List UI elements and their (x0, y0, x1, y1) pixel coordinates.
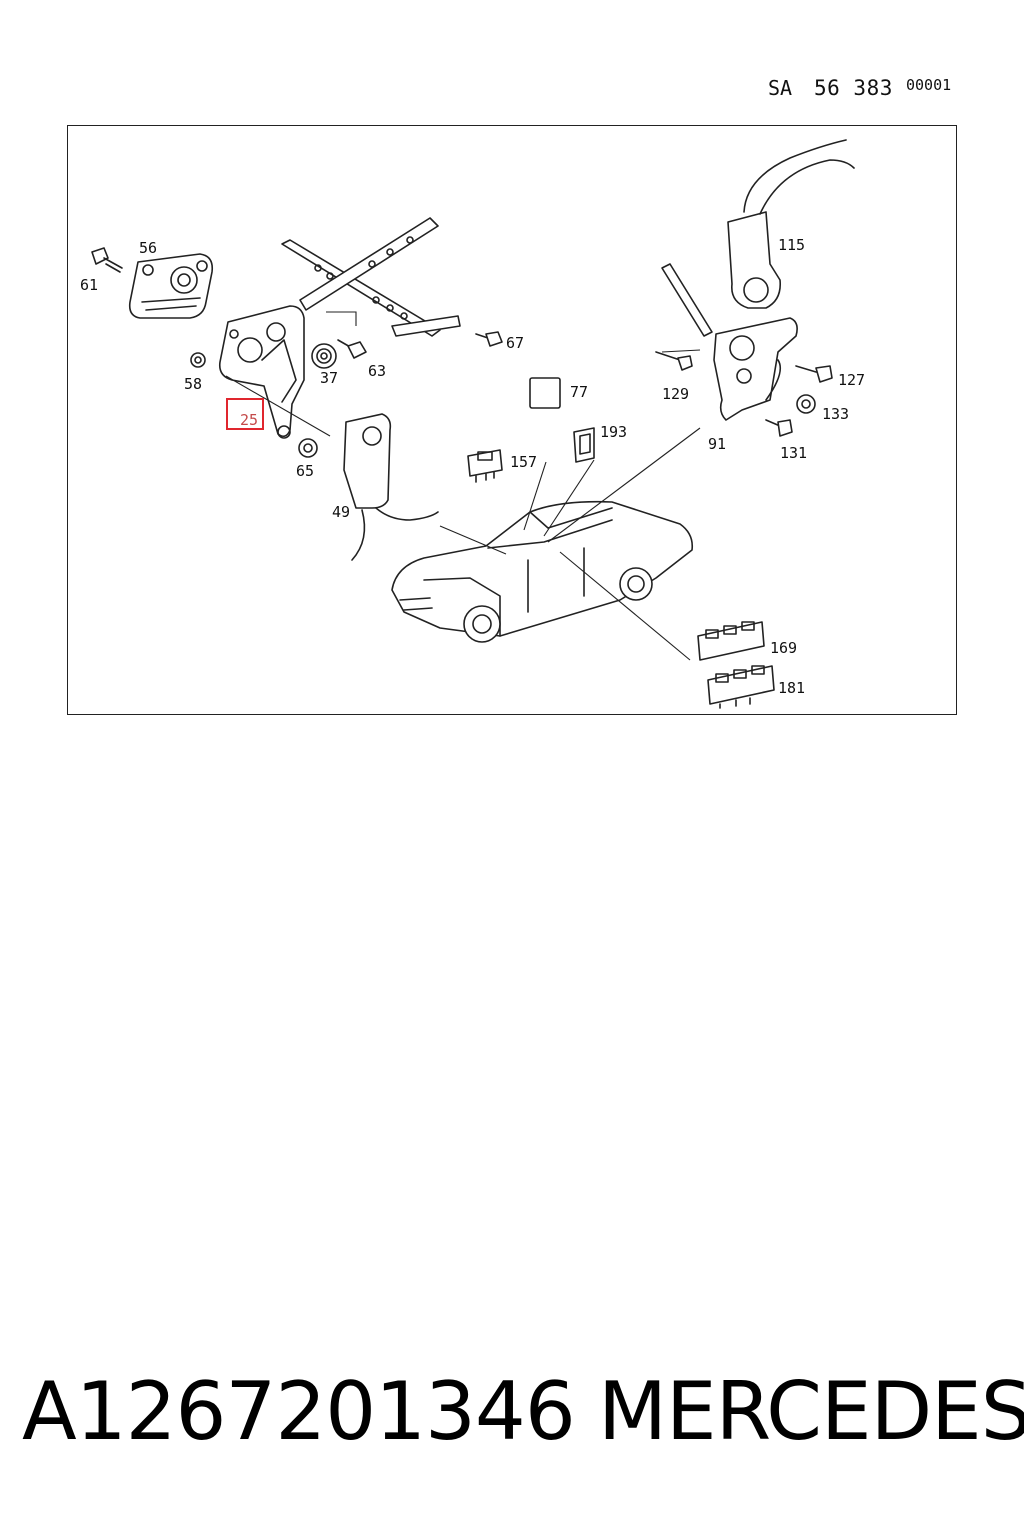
sheet-reference: SA 56 383 00001 (768, 76, 968, 106)
label-133[interactable]: 133 (822, 405, 849, 423)
part-77-cover[interactable] (529, 377, 561, 409)
part-65-nut[interactable] (298, 438, 318, 458)
part-63-bolt[interactable] (337, 339, 367, 359)
part-number: A1267201346 (22, 1365, 576, 1458)
part-193-switch[interactable] (573, 427, 595, 463)
label-157[interactable]: 157 (510, 453, 537, 471)
part-61-bolt[interactable] (91, 247, 123, 273)
label-181[interactable]: 181 (778, 679, 805, 697)
part-56-bracket[interactable] (128, 253, 214, 319)
part-129-bolt[interactable] (655, 351, 693, 371)
part-37-spring[interactable] (311, 343, 337, 369)
label-49[interactable]: 49 (332, 503, 350, 521)
label-193[interactable]: 193 (600, 423, 627, 441)
diagram-frame (67, 125, 957, 715)
part-131-bolt[interactable] (765, 419, 793, 437)
label-25[interactable]: 25 (240, 411, 258, 429)
sheet-prefix: SA (768, 76, 793, 100)
label-129[interactable]: 129 (662, 385, 689, 403)
label-127[interactable]: 127 (838, 371, 865, 389)
lifter-scissor-arms (281, 217, 461, 337)
part-25-lifter-plate[interactable] (218, 305, 305, 439)
part-127-bolt[interactable] (795, 365, 833, 383)
part-133-nut[interactable] (796, 394, 816, 414)
part-115-motor[interactable] (727, 139, 855, 309)
leader-lines (225, 311, 701, 661)
label-169[interactable]: 169 (770, 639, 797, 657)
car-illustration (391, 500, 694, 643)
highlight-box-part-25 (226, 398, 264, 430)
brand-name: MERCEDES (598, 1365, 1024, 1458)
label-91[interactable]: 91 (708, 435, 726, 453)
footer: A1267201346 MERCEDES (0, 1372, 1024, 1482)
part-49-motor[interactable] (343, 413, 439, 561)
label-58[interactable]: 58 (184, 375, 202, 393)
sheet-number: 56 383 (814, 76, 893, 100)
label-67[interactable]: 67 (506, 334, 524, 352)
label-63[interactable]: 63 (368, 362, 386, 380)
label-61[interactable]: 61 (80, 276, 98, 294)
label-131[interactable]: 131 (780, 444, 807, 462)
label-37[interactable]: 37 (320, 369, 338, 387)
part-58-washer[interactable] (190, 352, 206, 368)
part-181-switch-block[interactable] (707, 665, 775, 709)
label-65[interactable]: 65 (296, 462, 314, 480)
label-115[interactable]: 115 (778, 236, 805, 254)
part-91-lifter-plate[interactable] (661, 263, 798, 421)
part-157-switch[interactable] (467, 449, 503, 483)
sheet-sequence: 00001 (906, 76, 952, 94)
label-77[interactable]: 77 (570, 383, 588, 401)
part-169-switch-block[interactable] (697, 621, 765, 661)
label-56[interactable]: 56 (139, 239, 157, 257)
part-67-bolt[interactable] (475, 331, 503, 347)
